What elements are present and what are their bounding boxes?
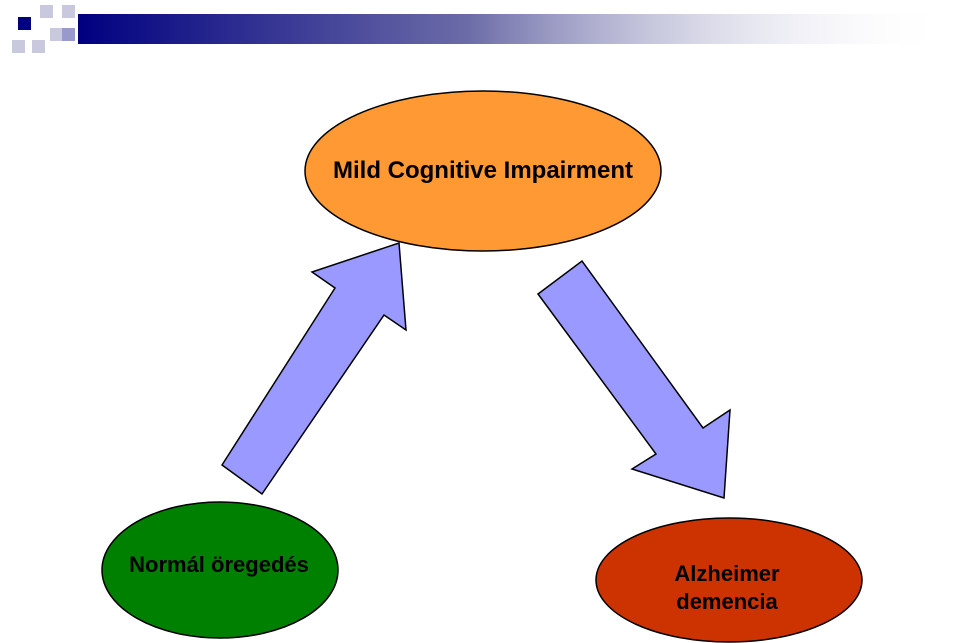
node-right-ellipse: [595, 517, 863, 643]
node-top-ellipse: [304, 90, 662, 252]
arrow-up-left: [220, 241, 407, 496]
node-right-label-line2: demencia: [676, 589, 778, 614]
arrow-down-right: [536, 259, 731, 500]
header-square-light-1: [40, 5, 53, 18]
node-left-ellipse: [101, 501, 339, 639]
node-top-label: Mild Cognitive Impairment: [333, 157, 633, 184]
header-square-mid-1: [62, 28, 75, 41]
node-right-label-line1: Alzheimer: [674, 561, 780, 586]
header-square-light-3: [50, 28, 63, 41]
header-decoration: [12, 5, 948, 53]
header-square-light-4: [32, 40, 45, 53]
header-square-navy: [18, 17, 31, 30]
header-gradient-bar: [78, 14, 948, 44]
node-left-label: Normál öregedés: [129, 552, 309, 577]
header-square-mid-2: [12, 40, 25, 53]
header-square-light-2: [62, 5, 75, 18]
